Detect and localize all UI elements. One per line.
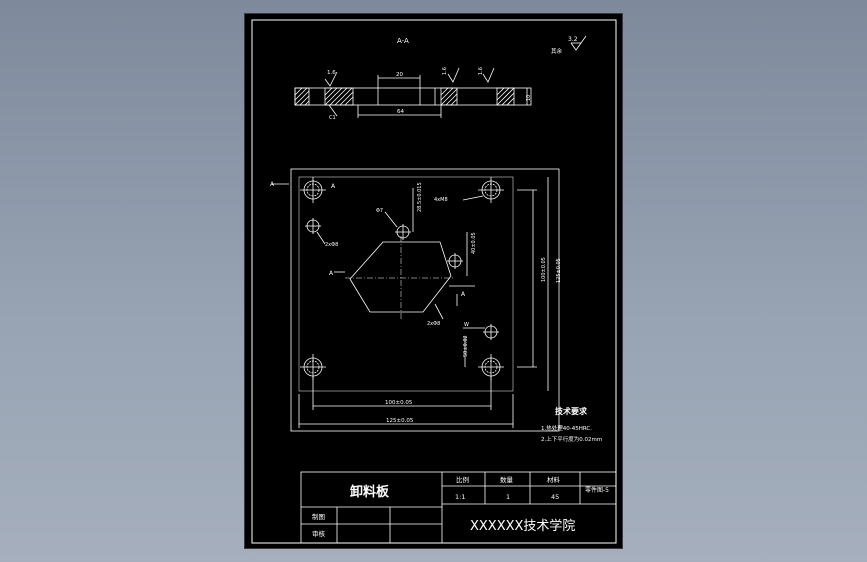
svg-text:W: W xyxy=(464,322,469,328)
tech-requirements: 技术要求 1.热处理40-45HRC. 2.上下平行度为0.02mm xyxy=(541,406,602,443)
school-name: XXXXXX技术学院 xyxy=(470,518,575,534)
svg-text:125±0.05: 125±0.05 xyxy=(556,258,562,283)
tech-req-line2: 2.上下平行度为0.02mm xyxy=(541,435,602,443)
drawing-sheet: A-A 3.2 其余 20 xyxy=(244,13,623,549)
drawn-by-label: 制图 xyxy=(312,512,325,521)
svg-text:20: 20 xyxy=(396,72,403,78)
svg-text:1.6: 1.6 xyxy=(478,67,484,75)
scale-header: 比例 xyxy=(456,475,469,484)
svg-text:1.6: 1.6 xyxy=(442,67,448,75)
svg-text:A: A xyxy=(270,181,275,188)
plan-view: A A 4xM8 2xΦ8 xyxy=(270,168,562,432)
pin-hole-left xyxy=(305,218,326,245)
tech-req-line1: 1.热处理40-45HRC. xyxy=(541,424,592,432)
svg-text:100±0.05: 100±0.05 xyxy=(385,400,413,406)
svg-text:40±0.05: 40±0.05 xyxy=(471,232,477,254)
tech-req-title: 技术要求 xyxy=(555,406,588,416)
scale-value: 1:1 xyxy=(455,493,465,501)
checked-by-label: 审核 xyxy=(312,529,326,538)
material-header: 材料 xyxy=(547,475,561,484)
hatch-center-left xyxy=(324,87,354,106)
plate-outline xyxy=(290,168,560,432)
svg-text:2xΦ8: 2xΦ8 xyxy=(427,321,440,327)
hexagon-opening xyxy=(349,241,452,313)
pilot-hole xyxy=(384,211,411,240)
corner-hole-br xyxy=(478,354,504,380)
part-name: 卸料板 xyxy=(350,484,390,500)
section-title: A-A xyxy=(397,37,409,45)
title-block xyxy=(300,471,617,544)
svg-text:64: 64 xyxy=(397,109,404,115)
qty-header: 数量 xyxy=(500,475,514,484)
side-hole-right xyxy=(447,253,463,269)
svg-text:C1: C1 xyxy=(329,115,336,121)
svg-text:125±0.05: 125±0.05 xyxy=(386,418,414,424)
svg-text:100±0.05: 100±0.05 xyxy=(541,257,547,282)
drawing-number: 零件图-5 xyxy=(585,486,609,494)
svg-text:50±0.02: 50±0.02 xyxy=(463,335,469,357)
svg-text:2xΦ8: 2xΦ8 xyxy=(325,242,338,248)
surface-finish-note: 其余 xyxy=(551,47,563,55)
cad-drawing: A-A 3.2 其余 20 xyxy=(251,19,617,544)
svg-text:Φ7: Φ7 xyxy=(376,208,383,214)
material-value: 45 xyxy=(551,493,559,501)
corner-hole-tl xyxy=(300,177,326,203)
section-view: A-A 3.2 其余 20 xyxy=(294,35,587,121)
hatch-center-right xyxy=(440,87,458,106)
svg-text:A: A xyxy=(461,291,466,298)
svg-text:1.6: 1.6 xyxy=(327,70,336,76)
surface-finish-default: 3.2 xyxy=(568,36,578,43)
svg-text:4xM8: 4xM8 xyxy=(434,197,448,203)
hatch-right xyxy=(496,87,515,106)
hatch-left xyxy=(294,87,310,106)
qty-value: 1 xyxy=(506,493,510,501)
pin-hole-right xyxy=(483,324,499,340)
svg-text:A: A xyxy=(331,183,336,190)
svg-text:A: A xyxy=(329,270,334,277)
corner-hole-tr xyxy=(478,177,504,203)
svg-text:28.5±0.015: 28.5±0.015 xyxy=(417,182,423,212)
svg-text:10: 10 xyxy=(526,95,532,101)
